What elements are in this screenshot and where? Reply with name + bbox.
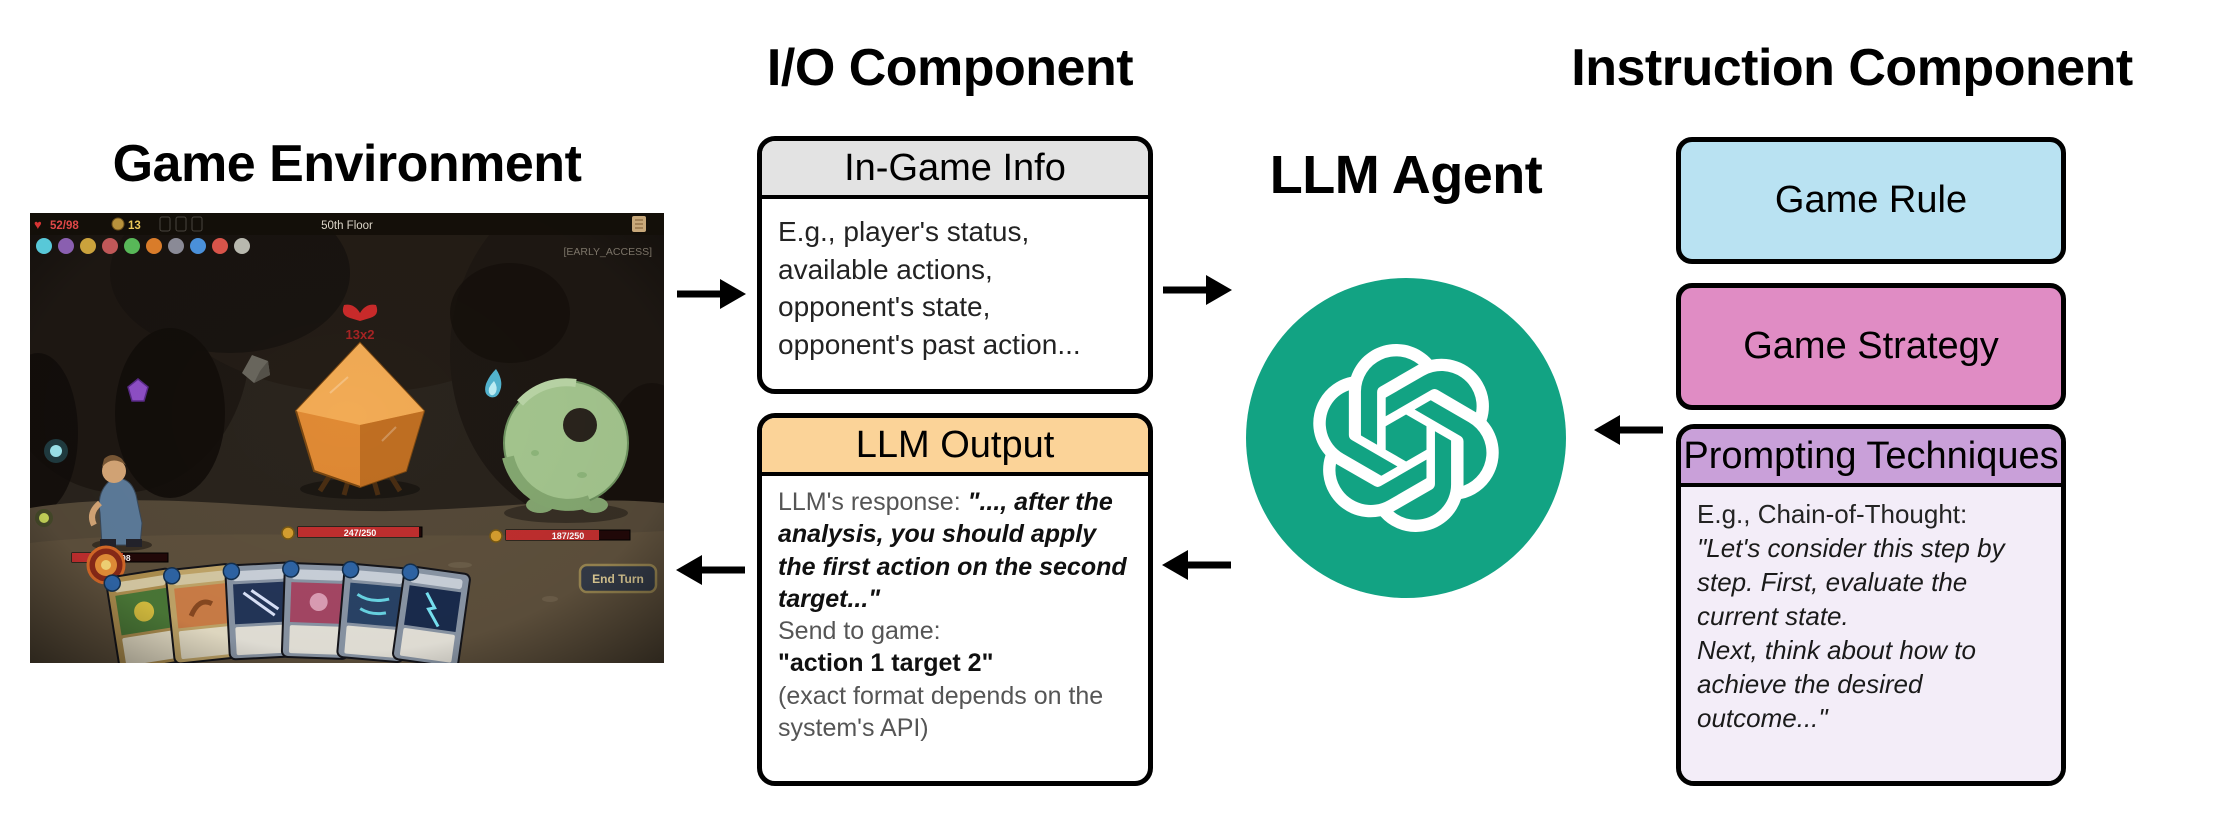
send-command-text: "action 1 target 2" (778, 649, 994, 678)
llm-response-line: LLM's response: "..., after the analysis… (778, 486, 1132, 615)
title-game-environment: Game Environment (112, 135, 582, 193)
gold-icon (111, 217, 125, 231)
arrow-output-to-env (676, 555, 745, 585)
game-environment-screenshot: 52/98 13x2 247/250 (30, 213, 664, 663)
prompting-techniques-box: Prompting Techniques E.g., Chain-of-Thou… (1676, 424, 2066, 786)
llm-output-header: LLM Output (762, 418, 1148, 476)
potion-slot-icon (159, 216, 171, 232)
title-io-component: I/O Component (766, 39, 1134, 97)
game-strategy-box: Game Strategy (1676, 283, 2066, 410)
potion-slot-icon (175, 216, 187, 232)
game-rule-label: Game Rule (1774, 179, 1968, 221)
game-strategy-label: Game Strategy (1743, 325, 1999, 367)
prompting-quote-line-1: "Let's consider this step by step. First… (1697, 533, 2005, 632)
in-game-info-body: E.g., player's status, available actions… (778, 216, 1081, 360)
llm-response-label: LLM's response: (778, 488, 968, 516)
relic-row (36, 238, 250, 254)
arrow-llm-to-output (1162, 550, 1231, 580)
prompting-techniques-body: E.g., Chain-of-Thought: "Let's consider … (1681, 487, 2061, 781)
title-llm-agent: LLM Agent (1269, 145, 1543, 205)
llm-output-box: LLM Output LLM's response: "..., after t… (757, 413, 1153, 786)
in-game-info-header: In-Game Info (762, 141, 1148, 199)
prompting-techniques-header: Prompting Techniques (1681, 429, 2061, 487)
in-game-info-box: In-Game Info E.g., player's status, avai… (757, 136, 1153, 394)
game-rule-box: Game Rule (1676, 137, 2066, 264)
early-access-watermark: [EARLY_ACCESS] (563, 246, 652, 258)
llm-output-body: LLM's response: "..., after the analysis… (762, 476, 1148, 754)
hud-gold: 13 (128, 220, 141, 232)
hud-player-hp: 52/98 (50, 220, 79, 232)
arrow-env-to-ingame-info (677, 279, 746, 309)
llm-response-quote: "..., after the analysis, you should app… (778, 488, 1127, 613)
format-note: (exact format depends on the system's AP… (778, 681, 1104, 742)
hud-floor-label: 50th Floor (321, 220, 373, 232)
openai-logo-icon (1313, 344, 1499, 532)
llm-agent-circle (1246, 278, 1566, 598)
title-instruction-component: Instruction Component (1571, 39, 2133, 97)
heart-icon: ♥ (34, 217, 42, 232)
vignette (30, 213, 664, 663)
arrow-instruction-to-llm (1594, 415, 1663, 445)
hud-top-bar: ♥ 52/98 13 50th Floor (30, 213, 664, 235)
prompting-quote-line-2: Next, think about how to achieve the des… (1697, 635, 1976, 734)
potion-slot-icon (191, 216, 203, 232)
game-scene: 52/98 13x2 247/250 (30, 213, 664, 663)
send-to-game-label: Send to game: (778, 617, 941, 645)
prompting-intro: E.g., Chain-of-Thought: (1697, 499, 1968, 529)
arrow-ingame-info-to-llm (1163, 275, 1232, 305)
